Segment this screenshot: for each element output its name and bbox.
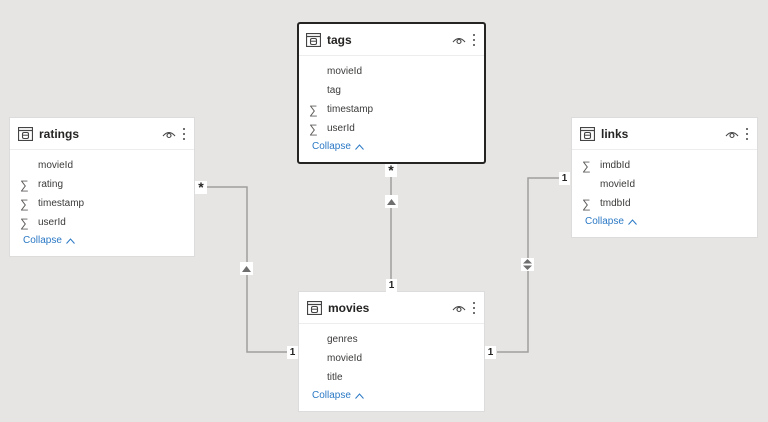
field-name: userId	[327, 123, 355, 134]
table-icon	[306, 32, 321, 47]
table-header[interactable]: movies	[299, 292, 484, 324]
field-name: imdbId	[600, 160, 631, 171]
field-row[interactable]: movieId	[10, 156, 194, 175]
sigma-icon: ∑	[20, 215, 29, 230]
table-icon	[580, 126, 595, 141]
table-title: links	[601, 126, 629, 141]
chevron-up-icon	[66, 237, 75, 244]
table-card-links[interactable]: links ∑ imdbId movieId ∑ tmdbId Collapse	[571, 117, 758, 238]
field-row[interactable]: ∑ userId	[10, 213, 194, 232]
collapse-label: Collapse	[23, 235, 62, 246]
table-icon	[18, 126, 33, 141]
table-card-ratings[interactable]: ratings movieId ∑ rating ∑ timestamp ∑ user…	[9, 117, 195, 257]
field-row[interactable]: ∑ imdbId	[572, 156, 757, 175]
field-row[interactable]: ∑ userId	[299, 119, 484, 138]
field-name: movieId	[38, 160, 74, 171]
cardinality-one-movies-right: 1	[485, 346, 496, 359]
cardinality-many-tags: *	[385, 163, 397, 177]
collapse-button[interactable]: Collapse	[10, 235, 194, 246]
field-row[interactable]: tag	[299, 81, 484, 100]
cardinality-one-movies-top: 1	[386, 279, 397, 292]
chevron-up-icon	[628, 218, 637, 225]
sigma-icon: ∑	[582, 196, 591, 211]
field-name: tag	[327, 85, 341, 96]
more-options-icon[interactable]	[472, 301, 476, 314]
table-header[interactable]: ratings	[10, 118, 194, 150]
table-card-tags[interactable]: tags movieId tag ∑ timestamp ∑ userId Coll…	[297, 22, 486, 164]
table-header[interactable]: links	[572, 118, 757, 150]
field-name: movieId	[600, 179, 636, 190]
field-row[interactable]: ∑ rating	[10, 175, 194, 194]
table-card-movies[interactable]: movies genres movieId title Collapse	[298, 291, 485, 412]
field-row[interactable]: movieId	[572, 175, 757, 194]
field-name: genres	[327, 334, 358, 345]
table-icon	[307, 300, 322, 315]
field-name: timestamp	[38, 198, 85, 209]
cardinality-many-ratings: *	[195, 180, 207, 194]
eye-icon[interactable]	[162, 129, 176, 139]
table-title: tags	[327, 32, 352, 47]
table-header[interactable]: tags	[299, 24, 484, 56]
field-row[interactable]: ∑ timestamp	[299, 100, 484, 119]
sigma-icon: ∑	[582, 158, 591, 173]
table-title: ratings	[39, 126, 80, 141]
field-row[interactable]: title	[299, 368, 484, 387]
cardinality-one-links: 1	[559, 172, 570, 185]
sigma-icon: ∑	[309, 102, 318, 117]
field-row[interactable]: ∑ tmdbId	[572, 194, 757, 213]
more-options-icon[interactable]	[745, 127, 749, 140]
more-options-icon[interactable]	[182, 127, 186, 140]
field-row[interactable]: movieId	[299, 62, 484, 81]
eye-icon[interactable]	[725, 129, 739, 139]
field-name: tmdbId	[600, 198, 631, 209]
chevron-up-icon	[355, 392, 364, 399]
collapse-button[interactable]: Collapse	[572, 216, 757, 227]
field-name: rating	[38, 179, 64, 190]
field-name: movieId	[327, 66, 363, 77]
field-name: title	[327, 372, 343, 383]
table-title: movies	[328, 300, 370, 315]
field-row[interactable]: ∑ timestamp	[10, 194, 194, 213]
more-options-icon[interactable]	[472, 33, 476, 46]
field-name: movieId	[327, 353, 363, 364]
filter-direction-both-icon[interactable]	[521, 258, 534, 271]
collapse-label: Collapse	[312, 390, 351, 401]
field-row[interactable]: movieId	[299, 349, 484, 368]
sigma-icon: ∑	[309, 121, 318, 136]
eye-icon[interactable]	[452, 303, 466, 313]
eye-icon[interactable]	[452, 35, 466, 45]
collapse-button[interactable]: Collapse	[299, 141, 484, 152]
field-row[interactable]: genres	[299, 330, 484, 349]
sigma-icon: ∑	[20, 196, 29, 211]
collapse-button[interactable]: Collapse	[299, 390, 484, 401]
collapse-label: Collapse	[312, 141, 351, 152]
filter-direction-single-icon[interactable]	[240, 262, 253, 275]
collapse-label: Collapse	[585, 216, 624, 227]
sigma-icon: ∑	[20, 177, 29, 192]
field-name: timestamp	[327, 104, 374, 115]
filter-direction-single-icon[interactable]	[385, 195, 398, 208]
cardinality-one-movies-left: 1	[287, 346, 298, 359]
chevron-up-icon	[355, 143, 364, 150]
field-name: userId	[38, 217, 66, 228]
